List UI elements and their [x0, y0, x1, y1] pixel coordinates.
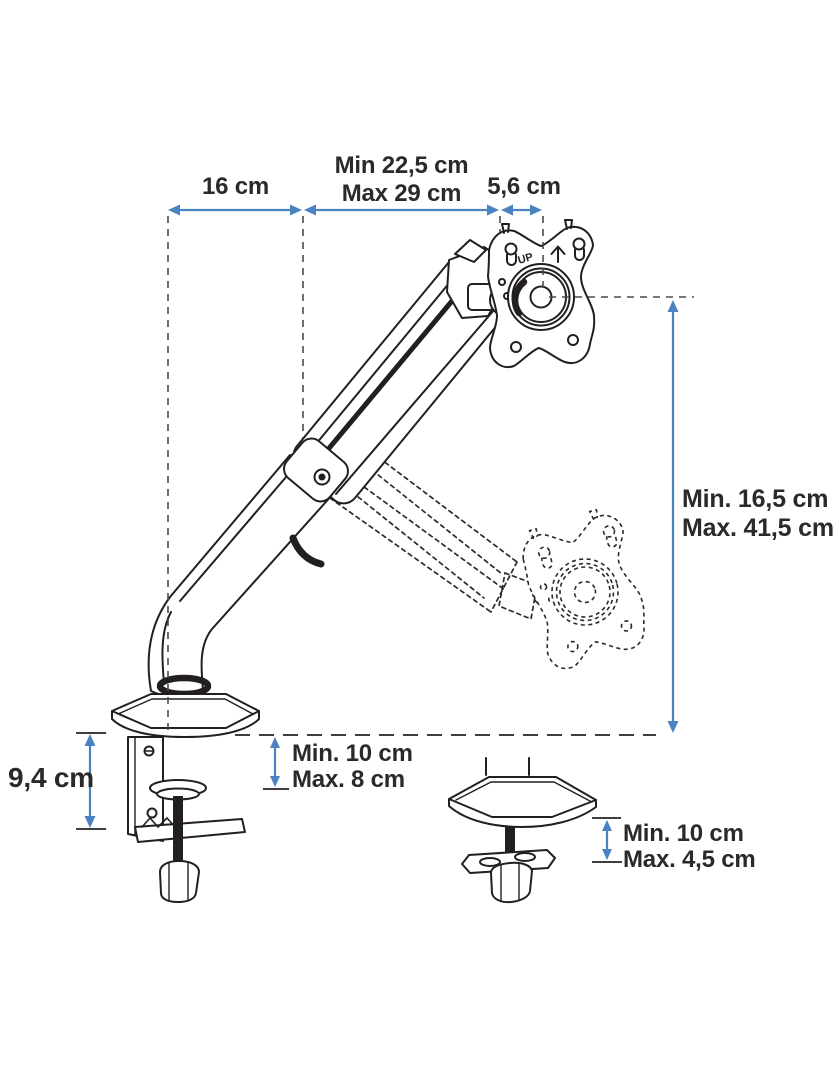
- grommet-knob: [490, 861, 533, 904]
- c-clamp: [127, 736, 246, 903]
- dim-label-arm-reach-min: Min 22,5 cm: [334, 152, 469, 179]
- vesa-center-reference-lines: [542, 216, 694, 298]
- desk-base-and-clamp: [111, 674, 260, 903]
- dim-label-height-min: Min. 16,5 cm: [682, 485, 829, 513]
- arm-solid: UP: [147, 219, 596, 698]
- vesa-up-label: UP: [517, 251, 535, 267]
- dim-label-desk-thickness-max: Max. 8 cm: [292, 766, 405, 793]
- elbow-joint: [283, 437, 349, 568]
- dimension-lines: [84, 204, 679, 860]
- base-plate: [111, 693, 260, 738]
- dim-label-arm-reach-max: Max 29 cm: [341, 180, 462, 207]
- clamp-screw-rod: [173, 796, 183, 866]
- dim-label-head-offset: 5,6 cm: [487, 173, 561, 200]
- vesa-plate: UP: [487, 219, 596, 369]
- ghost-vesa-plate: [514, 503, 655, 674]
- clamp-knob: [159, 860, 200, 903]
- dim-label-grommet-thickness-max: Max. 4,5 cm: [623, 846, 756, 873]
- dim-label-base-offset: 16 cm: [201, 173, 270, 200]
- desk-surface-line: [76, 732, 656, 863]
- grommet-screw-rod: [505, 827, 515, 861]
- dim-label-desk-thickness-min: Min. 10 cm: [292, 740, 413, 767]
- grommet-mount-assembly: [448, 757, 597, 904]
- dim-label-clamp-height: 9,4 cm: [8, 762, 94, 793]
- grommet-bottom-plate: [461, 849, 556, 874]
- dim-label-grommet-thickness-min: Min. 10 cm: [623, 820, 744, 847]
- vesa-up-arrow-icon: [550, 245, 566, 263]
- dim-label-height-max: Max. 41,5 cm: [682, 514, 834, 542]
